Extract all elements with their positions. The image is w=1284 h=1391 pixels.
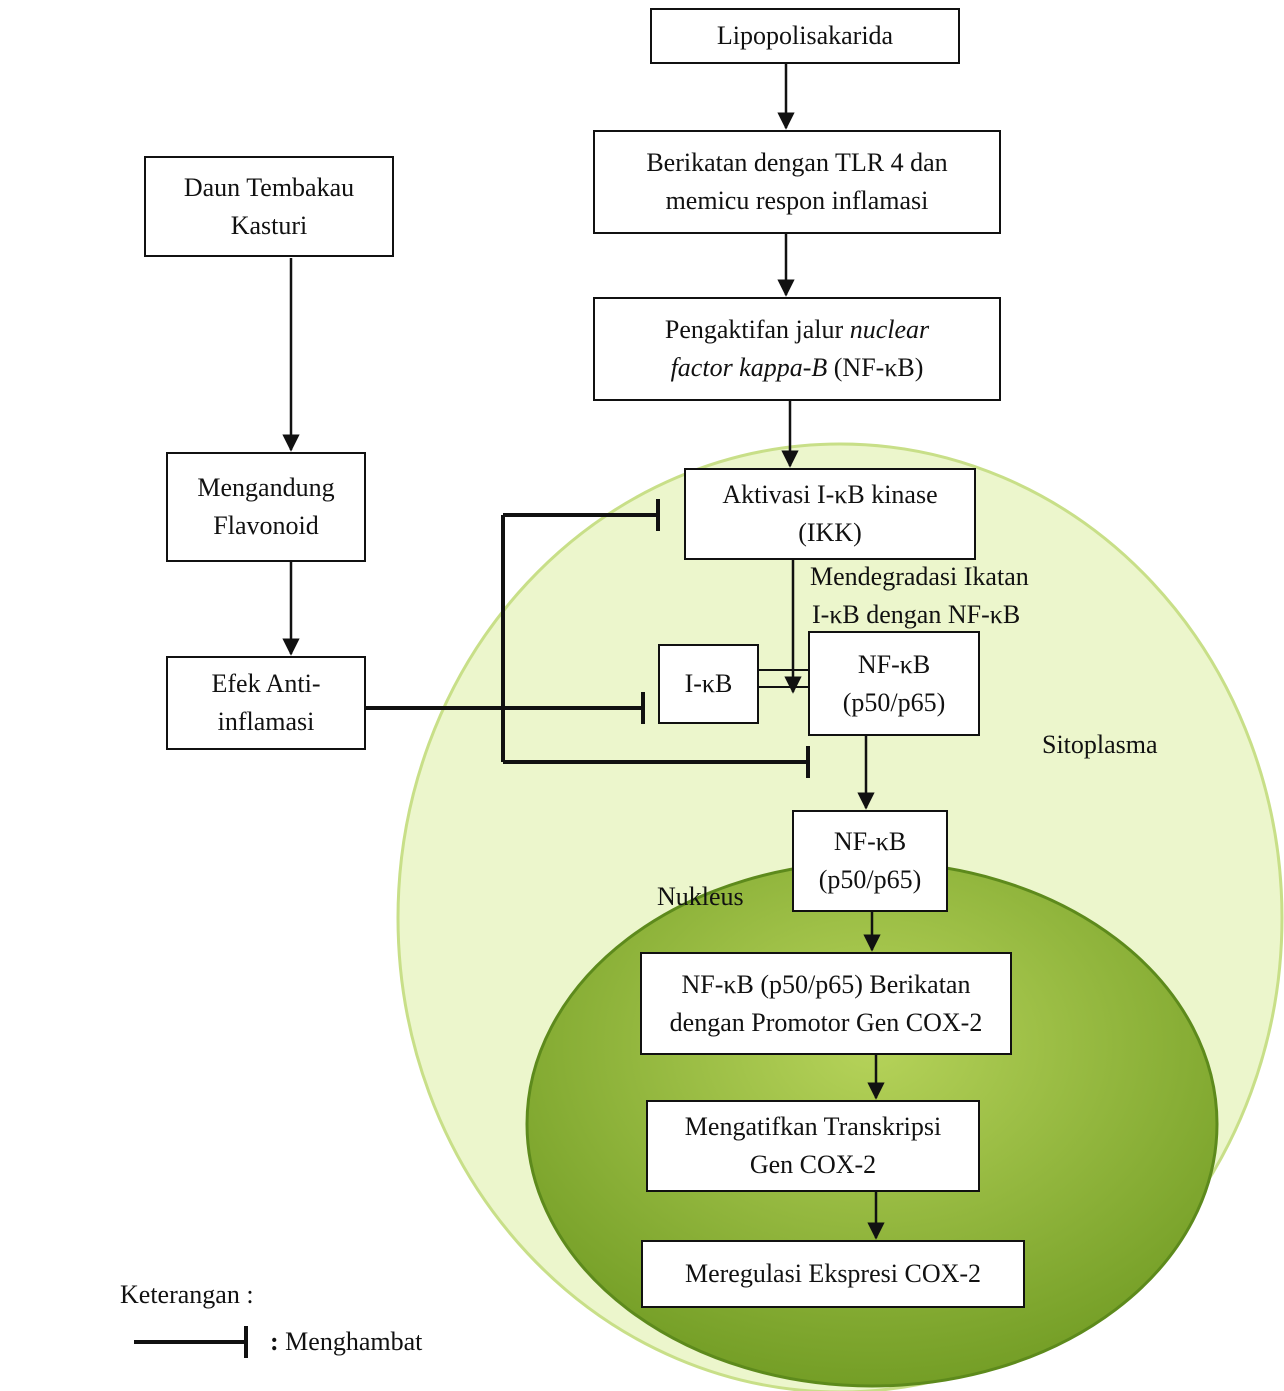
nfkb-cyto-line1: NF-κB <box>857 649 931 679</box>
promoter-line2: dengan Promotor Gen COX-2 <box>669 1007 983 1037</box>
nucleus-label: Nukleus <box>657 882 744 911</box>
transcription-line1: Mengatifkan Transkripsi <box>684 1112 942 1141</box>
tlr4-line2: memicu respon inflamasi <box>665 186 929 215</box>
box-promoter-binding: NF-κB (p50/p65) Berikatan dengan Promoto… <box>640 952 1012 1055</box>
box-tobacco-leaf: Daun Tembakau Kasturi <box>144 156 394 257</box>
cytoplasm-label: Sitoplasma <box>1042 730 1158 759</box>
box-nfkb-nucleus: NF-κB (p50/p65) <box>792 810 948 912</box>
nfkb-path-line2-plain: (NF-κB) <box>827 353 924 382</box>
legend-title: Keterangan : <box>120 1280 254 1309</box>
flavonoid-line1: Mengandung <box>197 473 335 502</box>
box-anti-inflammatory: Efek Anti- inflamasi <box>166 656 366 750</box>
box-flavonoid: Mengandung Flavonoid <box>166 452 366 562</box>
ikb-label: I-κB <box>684 669 733 698</box>
tobacco-line2: Kasturi <box>230 210 308 240</box>
box-nfkb-pathway: Pengaktifan jalur nuclear factor kappa-B… <box>593 297 1001 401</box>
promoter-line1: NF-κB (p50/p65) Berikatan <box>681 969 971 999</box>
nfkb-path-line1-plain: Pengaktifan jalur <box>664 315 850 344</box>
nfkb-path-line2: factor kappa-B (NF-κB) <box>671 349 924 387</box>
nfkb-path-line1: Pengaktifan jalur nuclear <box>665 311 929 349</box>
box-ikb: I-κB <box>658 644 759 724</box>
box-ikk-activation: Aktivasi I-κB kinase (IKK) <box>684 468 976 560</box>
nfkb-cyto-line2: (p50/p65) <box>842 687 946 717</box>
box-transcription: Mengatifkan Transkripsi Gen COX-2 <box>646 1100 980 1192</box>
degradation-label-line2: I-κB dengan NF-κB <box>812 600 1021 629</box>
box-expression: Meregulasi Ekspresi COX-2 <box>641 1240 1025 1308</box>
degradation-label-line1: Mendegradasi Ikatan <box>810 562 1029 591</box>
tlr4-line1: Berikatan dengan TLR 4 dan <box>646 148 948 177</box>
box-tlr4-binding: Berikatan dengan TLR 4 dan memicu respon… <box>593 130 1001 234</box>
anti-line1: Efek Anti- <box>211 669 321 698</box>
lps-label: Lipopolisakarida <box>716 21 894 50</box>
anti-line2: inflamasi <box>217 707 315 736</box>
flavonoid-line2: Flavonoid <box>213 511 319 540</box>
legend-colon: : <box>270 1327 279 1356</box>
legend-inhibit-text: : Menghambat <box>270 1323 422 1361</box>
nfkb-path-line2-italic: factor kappa-B <box>670 353 828 382</box>
legend-inhibit-label: Menghambat <box>278 1327 423 1356</box>
expression-label: Meregulasi Ekspresi COX-2 <box>684 1259 982 1288</box>
nfkb-nuc-line1: NF-κB <box>833 827 907 856</box>
ikk-line1: Aktivasi I-κB kinase <box>722 480 938 509</box>
nfkb-path-line1-italic: nuclear <box>849 315 930 344</box>
ikk-line2: (IKK) <box>798 518 862 547</box>
box-nfkb-cytoplasm: NF-κB (p50/p65) <box>808 631 980 736</box>
nfkb-nuc-line2: (p50/p65) <box>818 865 922 894</box>
box-lipopolysaccharide: Lipopolisakarida <box>650 8 960 64</box>
transcription-line2: Gen COX-2 <box>749 1150 877 1179</box>
tobacco-line1: Daun Tembakau <box>183 172 355 202</box>
